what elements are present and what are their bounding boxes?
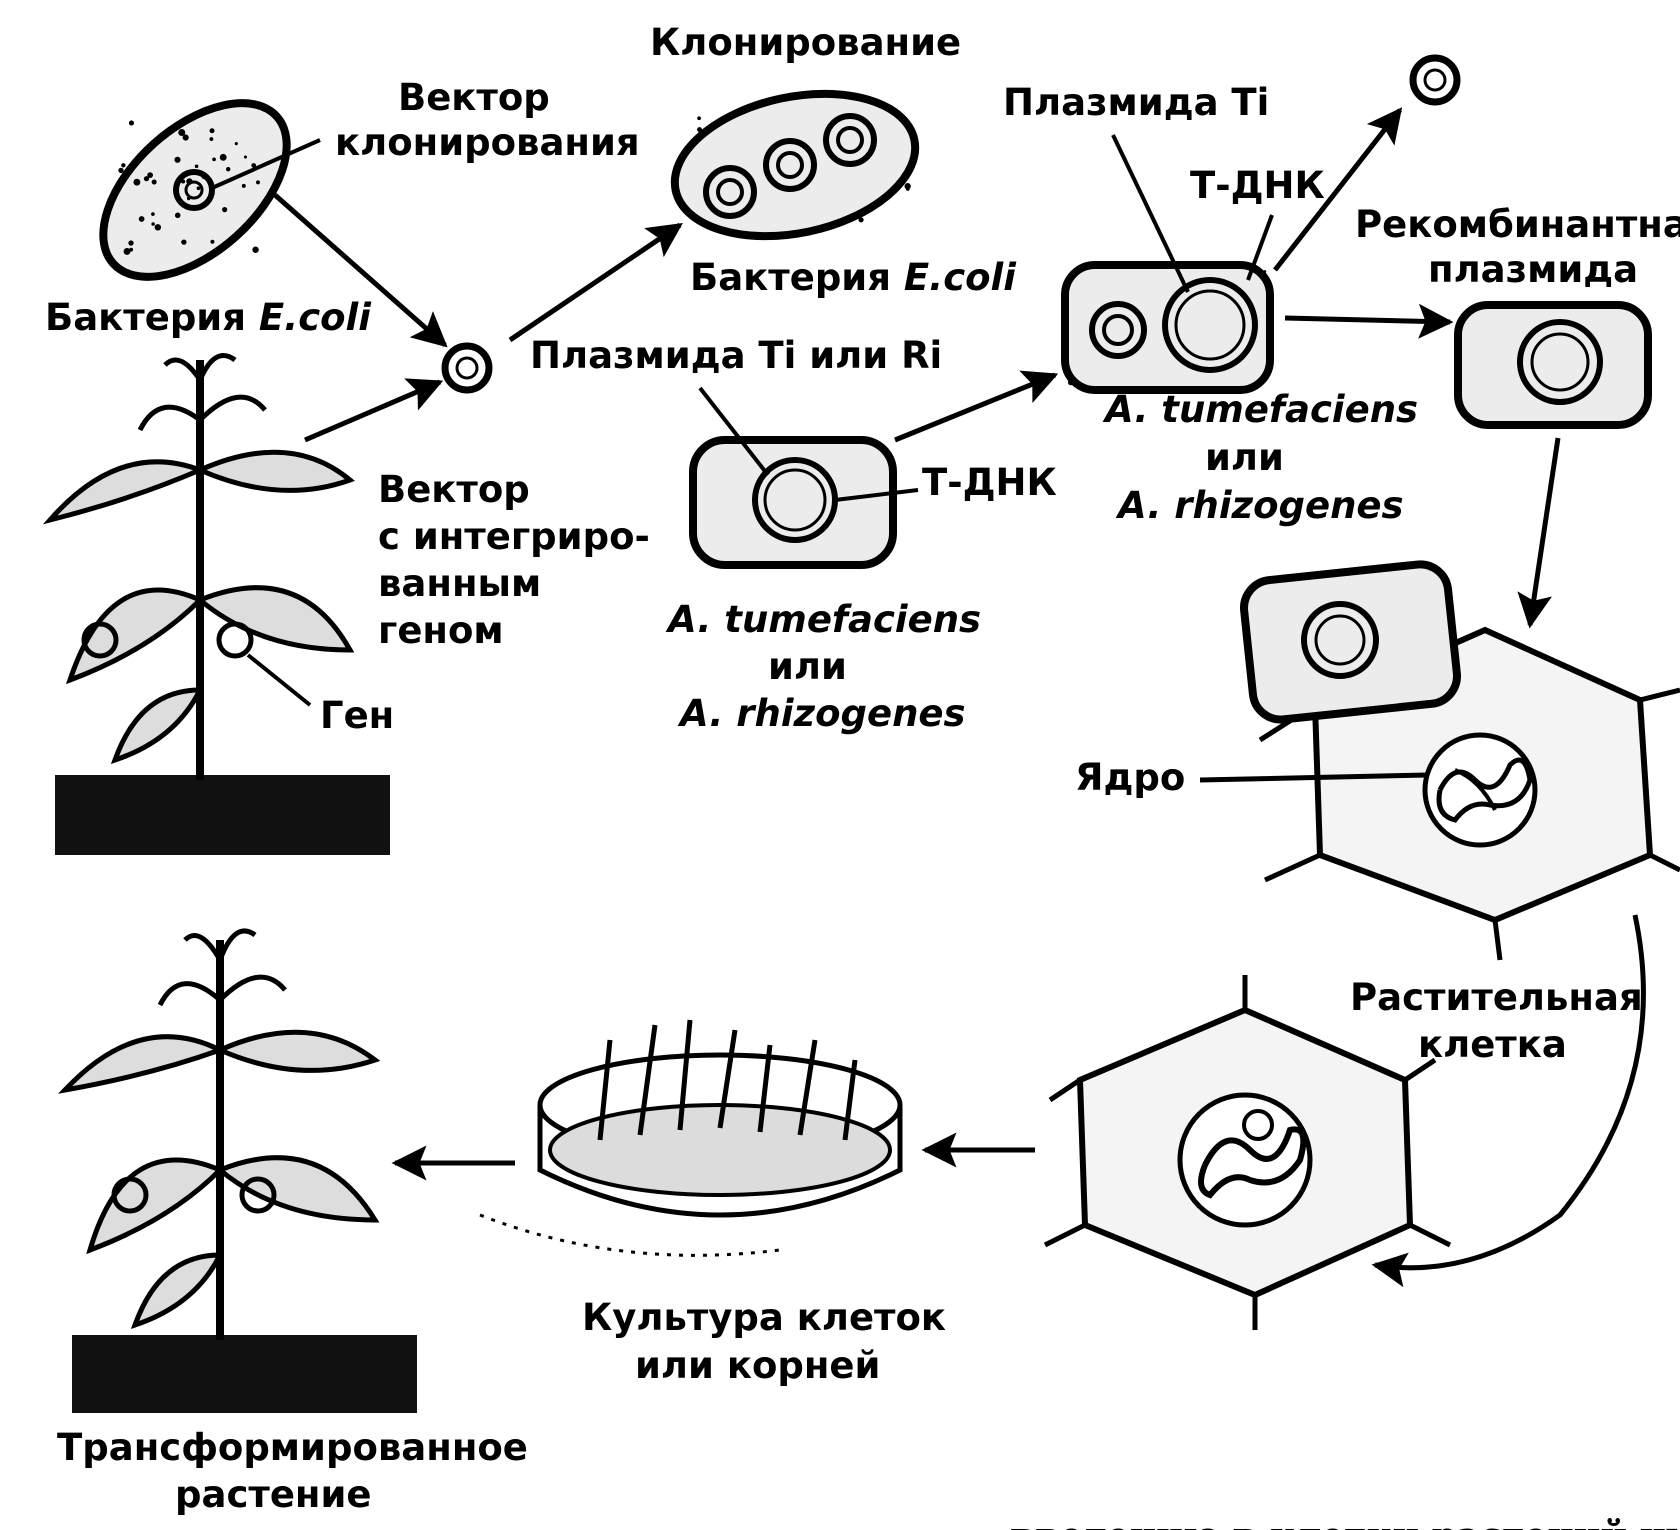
agrobacterium-mid xyxy=(689,386,919,569)
stipple-speck xyxy=(196,186,201,191)
label-plasmid-ti-ri: Плазмида Ti или Ri xyxy=(530,334,942,377)
stipple-speck xyxy=(182,134,189,141)
plant-cell-infected xyxy=(1199,560,1680,961)
stipple-speck xyxy=(128,120,135,126)
stipple-speck xyxy=(174,156,181,163)
stipple-speck xyxy=(234,142,238,146)
label-vector-gene-1: Вектор xyxy=(378,468,530,511)
stipple-speck xyxy=(133,178,141,186)
agrobacterium-right xyxy=(1061,134,1274,394)
stipple-speck xyxy=(222,207,228,213)
arrow-vector-to-cloning xyxy=(508,222,683,343)
label-ecoli-mid: Бактерия E.coli xyxy=(690,256,1017,299)
stipple-speck xyxy=(219,153,227,161)
stipple-speck xyxy=(186,196,191,201)
arrow-gene-to-vector xyxy=(304,378,444,443)
label-tdna-mid: Т-ДНК xyxy=(922,461,1057,504)
stipple-speck xyxy=(256,180,260,185)
plant-cell-transformed xyxy=(1043,975,1452,1330)
arrow-cell-to-transformed xyxy=(1371,914,1646,1288)
label-agro-right-2: или xyxy=(1205,436,1284,479)
ecoli-bacterium-left xyxy=(99,99,321,281)
label-agro-mid-1: A. tumefaciens xyxy=(665,598,981,641)
stipple-speck xyxy=(121,163,126,168)
label-plant-cell-2: клетка xyxy=(1418,1023,1567,1066)
arrow-to-recombinant xyxy=(1284,303,1454,339)
cut-off-caption-text: введению в клетки растений чуже xyxy=(1010,1515,1680,1530)
stipple-speck xyxy=(151,222,155,226)
stipple-speck xyxy=(225,167,231,172)
label-cloning: Клонирование xyxy=(650,21,961,64)
label-vector-gene-2: с интегриро- xyxy=(378,515,650,558)
stipple-speck xyxy=(151,179,157,185)
arrow-ecoli-to-vector xyxy=(273,193,448,348)
stipple-speck xyxy=(138,216,145,222)
cell-culture-dish xyxy=(479,1019,903,1257)
label-vector-gene-3: ванным xyxy=(378,562,541,605)
stipple-speck xyxy=(178,129,186,137)
label-recombinant-1: Рекомбинантная xyxy=(1355,203,1680,246)
label-transformed-1: Трансформированное xyxy=(57,1426,528,1469)
stipple-speck xyxy=(241,183,246,188)
released-plasmid xyxy=(1409,54,1461,106)
label-agro-right-3: A. rhizogenes xyxy=(1115,484,1404,527)
stipple-speck xyxy=(209,137,214,141)
label-plant-cell-1: Растительная xyxy=(1350,976,1643,1019)
stipple-speck xyxy=(252,246,259,253)
stipple-speck xyxy=(906,187,910,191)
label-tdna-top: Т-ДНК xyxy=(1190,164,1325,207)
stipple-speck xyxy=(154,224,162,231)
label-culture-2: или корней xyxy=(635,1344,880,1387)
arrow-agro-to-agro xyxy=(894,370,1059,443)
label-vector-gene-4: геном xyxy=(378,609,504,652)
arrow-recombinant-to-cell xyxy=(1517,437,1561,629)
stipple-speck xyxy=(143,176,150,182)
free-vector-plasmid xyxy=(441,342,493,394)
donor-plant xyxy=(42,353,390,855)
stipple-speck xyxy=(186,178,193,185)
flow-arrows xyxy=(273,107,1646,1288)
stipple-speck xyxy=(697,116,701,121)
ecoli-bacterium-cloning xyxy=(670,89,920,241)
stipple-speck xyxy=(209,128,215,134)
stipple-speck xyxy=(212,157,216,162)
stipple-speck xyxy=(128,240,134,246)
label-agro-right-1: A. tumefaciens xyxy=(1102,388,1418,431)
stipple-speck xyxy=(123,248,131,255)
label-transformed-2: растение xyxy=(175,1473,372,1516)
stipple-speck xyxy=(234,236,239,240)
stipple-speck xyxy=(181,239,187,245)
transformed-plant xyxy=(58,928,417,1413)
stipple-speck xyxy=(174,212,181,219)
stipple-speck xyxy=(194,164,199,169)
label-gene: Ген xyxy=(320,694,394,737)
label-agro-mid-3: A. rhizogenes xyxy=(677,692,966,735)
label-ecoli-left: Бактерия E.coli xyxy=(45,296,372,339)
arrow-plasmid-release xyxy=(1273,107,1403,272)
stipple-speck xyxy=(147,172,153,178)
stipple-speck xyxy=(243,155,248,159)
stipple-speck xyxy=(201,173,208,180)
stipple-speck xyxy=(118,167,124,174)
diagram-labels: Клонирование Вектор клонирования Бактери… xyxy=(45,21,1680,1530)
stipple-speck xyxy=(251,163,257,168)
label-cloning-vector-2: клонирования xyxy=(335,121,640,164)
stipple-speck xyxy=(181,179,186,184)
stipple-speck xyxy=(129,247,134,252)
label-recombinant-2: плазмида xyxy=(1428,248,1638,291)
stipple-speck xyxy=(904,183,911,190)
stipple-speck xyxy=(210,239,215,244)
label-nucleus: Ядро xyxy=(1075,756,1185,799)
stipple-speck xyxy=(151,212,155,216)
label-agro-mid-2: или xyxy=(768,645,847,688)
recombinant-bacterium xyxy=(1454,301,1652,429)
label-plasmid-ti: Плазмида Ti xyxy=(1003,81,1269,124)
label-cloning-vector-1: Вектор xyxy=(398,76,550,119)
label-culture-1: Культура клеток xyxy=(582,1296,946,1339)
